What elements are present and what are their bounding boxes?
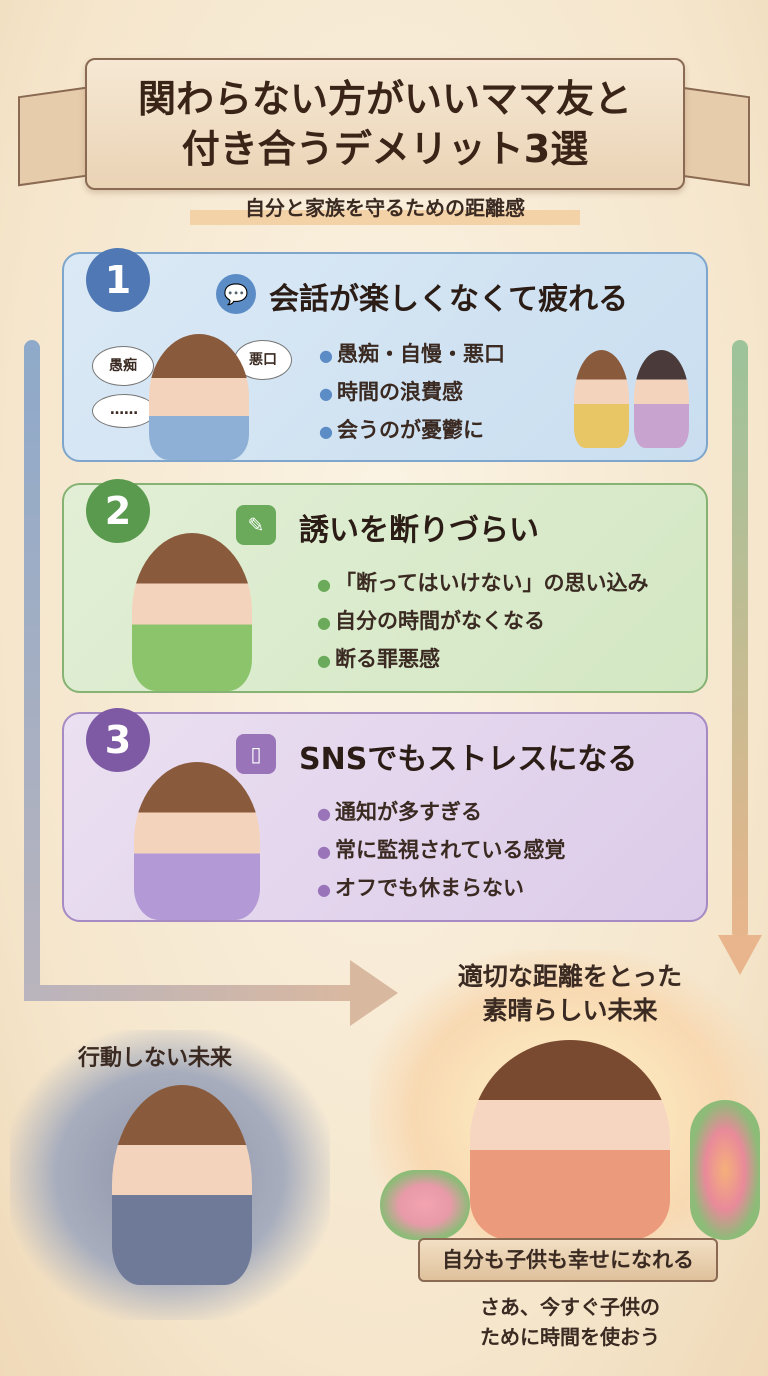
number-badge: 2 [86,479,150,543]
chatting-woman-illustration [574,350,629,448]
bullet-item: 会うのが憂鬱に [319,412,505,450]
card-heading: 会話が楽しくなくて疲れる [269,282,629,317]
bullet-item: 常に監視されている感覚 [317,832,565,870]
tired-woman-illustration [149,334,249,460]
flowers-decoration [380,1170,470,1240]
number-badge: 1 [86,248,150,312]
cta-line-1: さあ、今すぐ子供の [480,1295,660,1319]
bullet-item: 断る罪悪感 [317,641,649,679]
flowers-decoration [690,1100,760,1240]
right-flow-line [732,340,748,940]
title-line-2: 付き合うデメリット3選 [181,127,589,171]
left-flow-line [24,340,40,1000]
good-future-line-2: 素晴らしい未来 [482,996,658,1025]
bullet-list: 愚痴・自慢・悪口 時間の浪費感 会うのが憂鬱に [319,336,505,450]
bullet-item: 時間の浪費感 [319,374,505,412]
sad-woman-illustration [112,1085,252,1285]
bottom-flow-line [24,985,354,1001]
phone-stressed-woman-illustration [134,762,260,920]
chat-bubbles-icon: 💬 [216,274,256,314]
bad-future-label: 行動しない未来 [78,1046,233,1071]
happy-mother-child-illustration [470,1040,670,1240]
happiness-ribbon: 自分も子供も幸せになれる [418,1238,718,1282]
bullet-item: オフでも休まらない [317,870,565,908]
thought-bubble: 愚痴 [92,346,154,386]
bullet-list: 通知が多すぎる 常に監視されている感覚 オフでも休まらない [317,794,565,908]
title-banner: 関わらない方がいいママ友と 付き合うデメリット3選 [85,58,685,190]
chatting-woman-illustration [634,350,689,448]
demerit-card-2: 2 ✎ 誘いを断りづらい 「断ってはいけない」の思い込み 自分の時間がなくなる … [62,479,708,693]
bullet-item: 自分の時間がなくなる [317,603,649,641]
card-heading: SNSでもストレスになる [299,742,638,777]
pencil-note-icon: ✎ [236,505,276,545]
title-line-1: 関わらない方がいいママ友と [137,77,632,121]
bullet-list: 「断ってはいけない」の思い込み 自分の時間がなくなる 断る罪悪感 [317,565,649,679]
bullet-item: 愚痴・自慢・悪口 [319,336,505,374]
call-to-action: さあ、今すぐ子供の ために時間を使おう [440,1292,700,1352]
hesitant-woman-illustration [132,533,252,691]
smartphone-icon: ▯ [236,734,276,774]
good-future-title: 適切な距離をとった 素晴らしい未来 [410,960,730,1028]
subtitle: 自分と家族を守るための距離感 [190,188,580,225]
cta-line-2: ために時間を使おう [480,1325,660,1349]
bullet-item: 「断ってはいけない」の思い込み [317,565,649,603]
bullet-item: 通知が多すぎる [317,794,565,832]
number-badge: 3 [86,708,150,772]
demerit-card-1: 1 💬 会話が楽しくなくて疲れる 愚痴・自慢・悪口 時間の浪費感 会うのが憂鬱に… [62,248,708,462]
demerit-card-3: 3 ▯ SNSでもストレスになる 通知が多すぎる 常に監視されている感覚 オフで… [62,708,708,922]
card-heading: 誘いを断りづらい [299,513,539,548]
thought-bubble: …… [92,394,156,428]
good-future-line-1: 適切な距離をとった [457,962,683,991]
